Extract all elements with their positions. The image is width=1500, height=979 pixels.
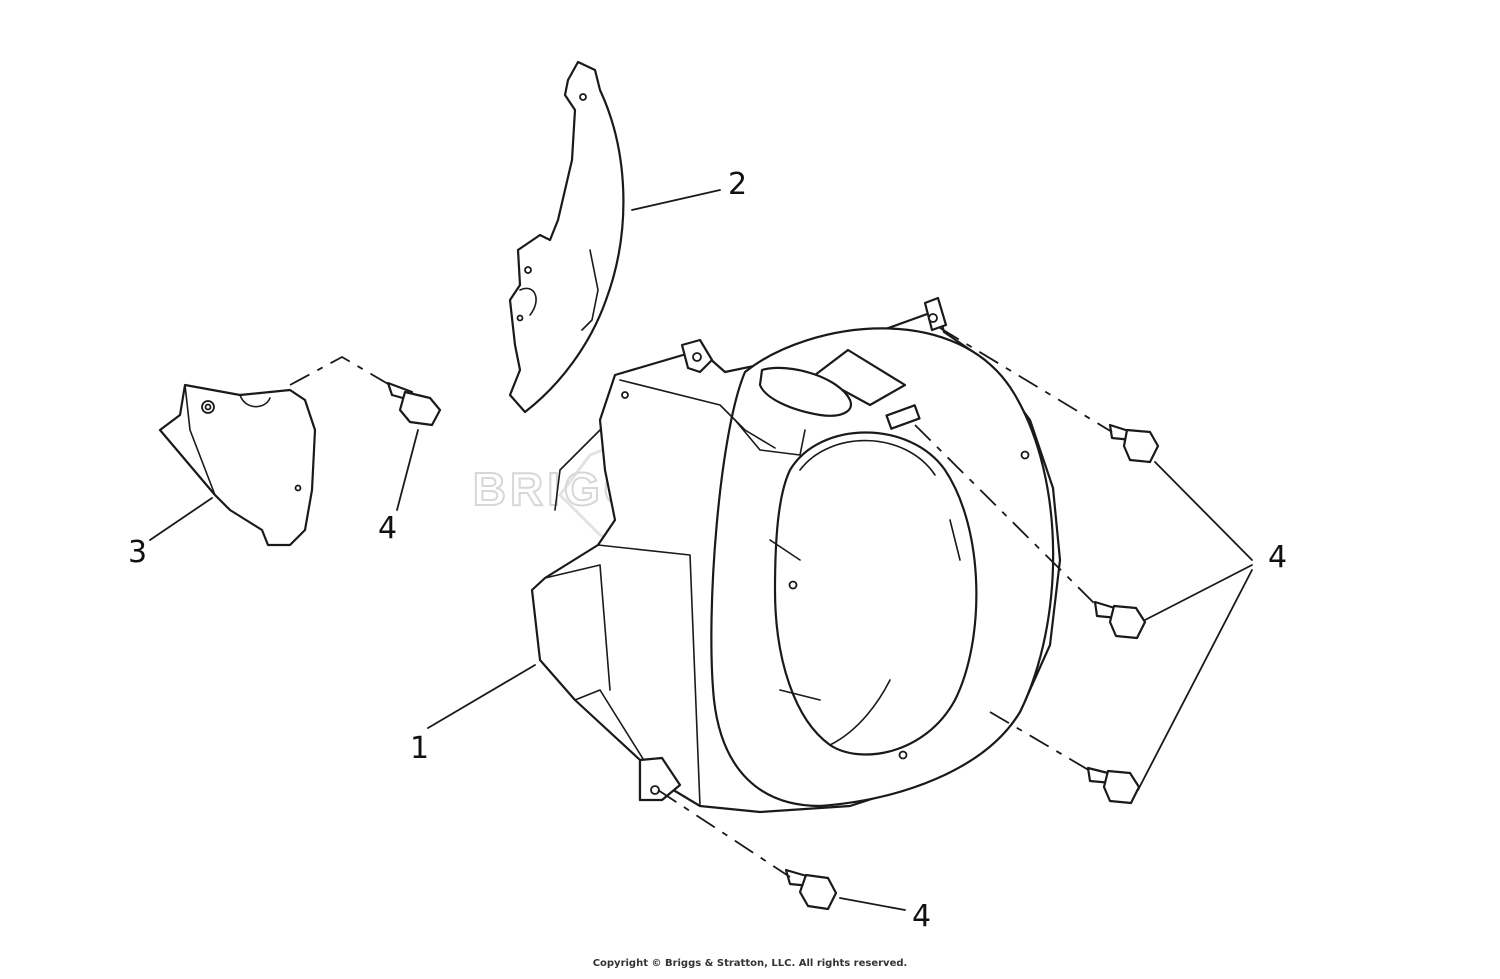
small-cover [158,383,317,547]
blower-housing [530,296,1062,814]
callout-screw-bottom: 4 [912,899,931,934]
callout-screw-cover: 4 [378,511,397,546]
copyright-notice: Copyright © Briggs & Stratton, LLC. All … [592,958,908,969]
screw-middle-right [1093,600,1147,640]
screw-lower-right [1086,766,1141,805]
screw-cover [386,381,442,427]
screw-upper-right [1108,423,1160,464]
callout-labels: 1 2 3 4 4 4 [128,167,1287,934]
callout-screw-group: 4 [1268,540,1287,575]
callout-cover: 3 [128,535,147,570]
callout-plate: 2 [728,167,747,202]
alignment-lines [289,327,1113,878]
callout-housing: 1 [410,731,429,766]
curved-deflector-plate [508,60,625,414]
screw-bottom [784,868,838,911]
leader-lines [149,189,1253,911]
